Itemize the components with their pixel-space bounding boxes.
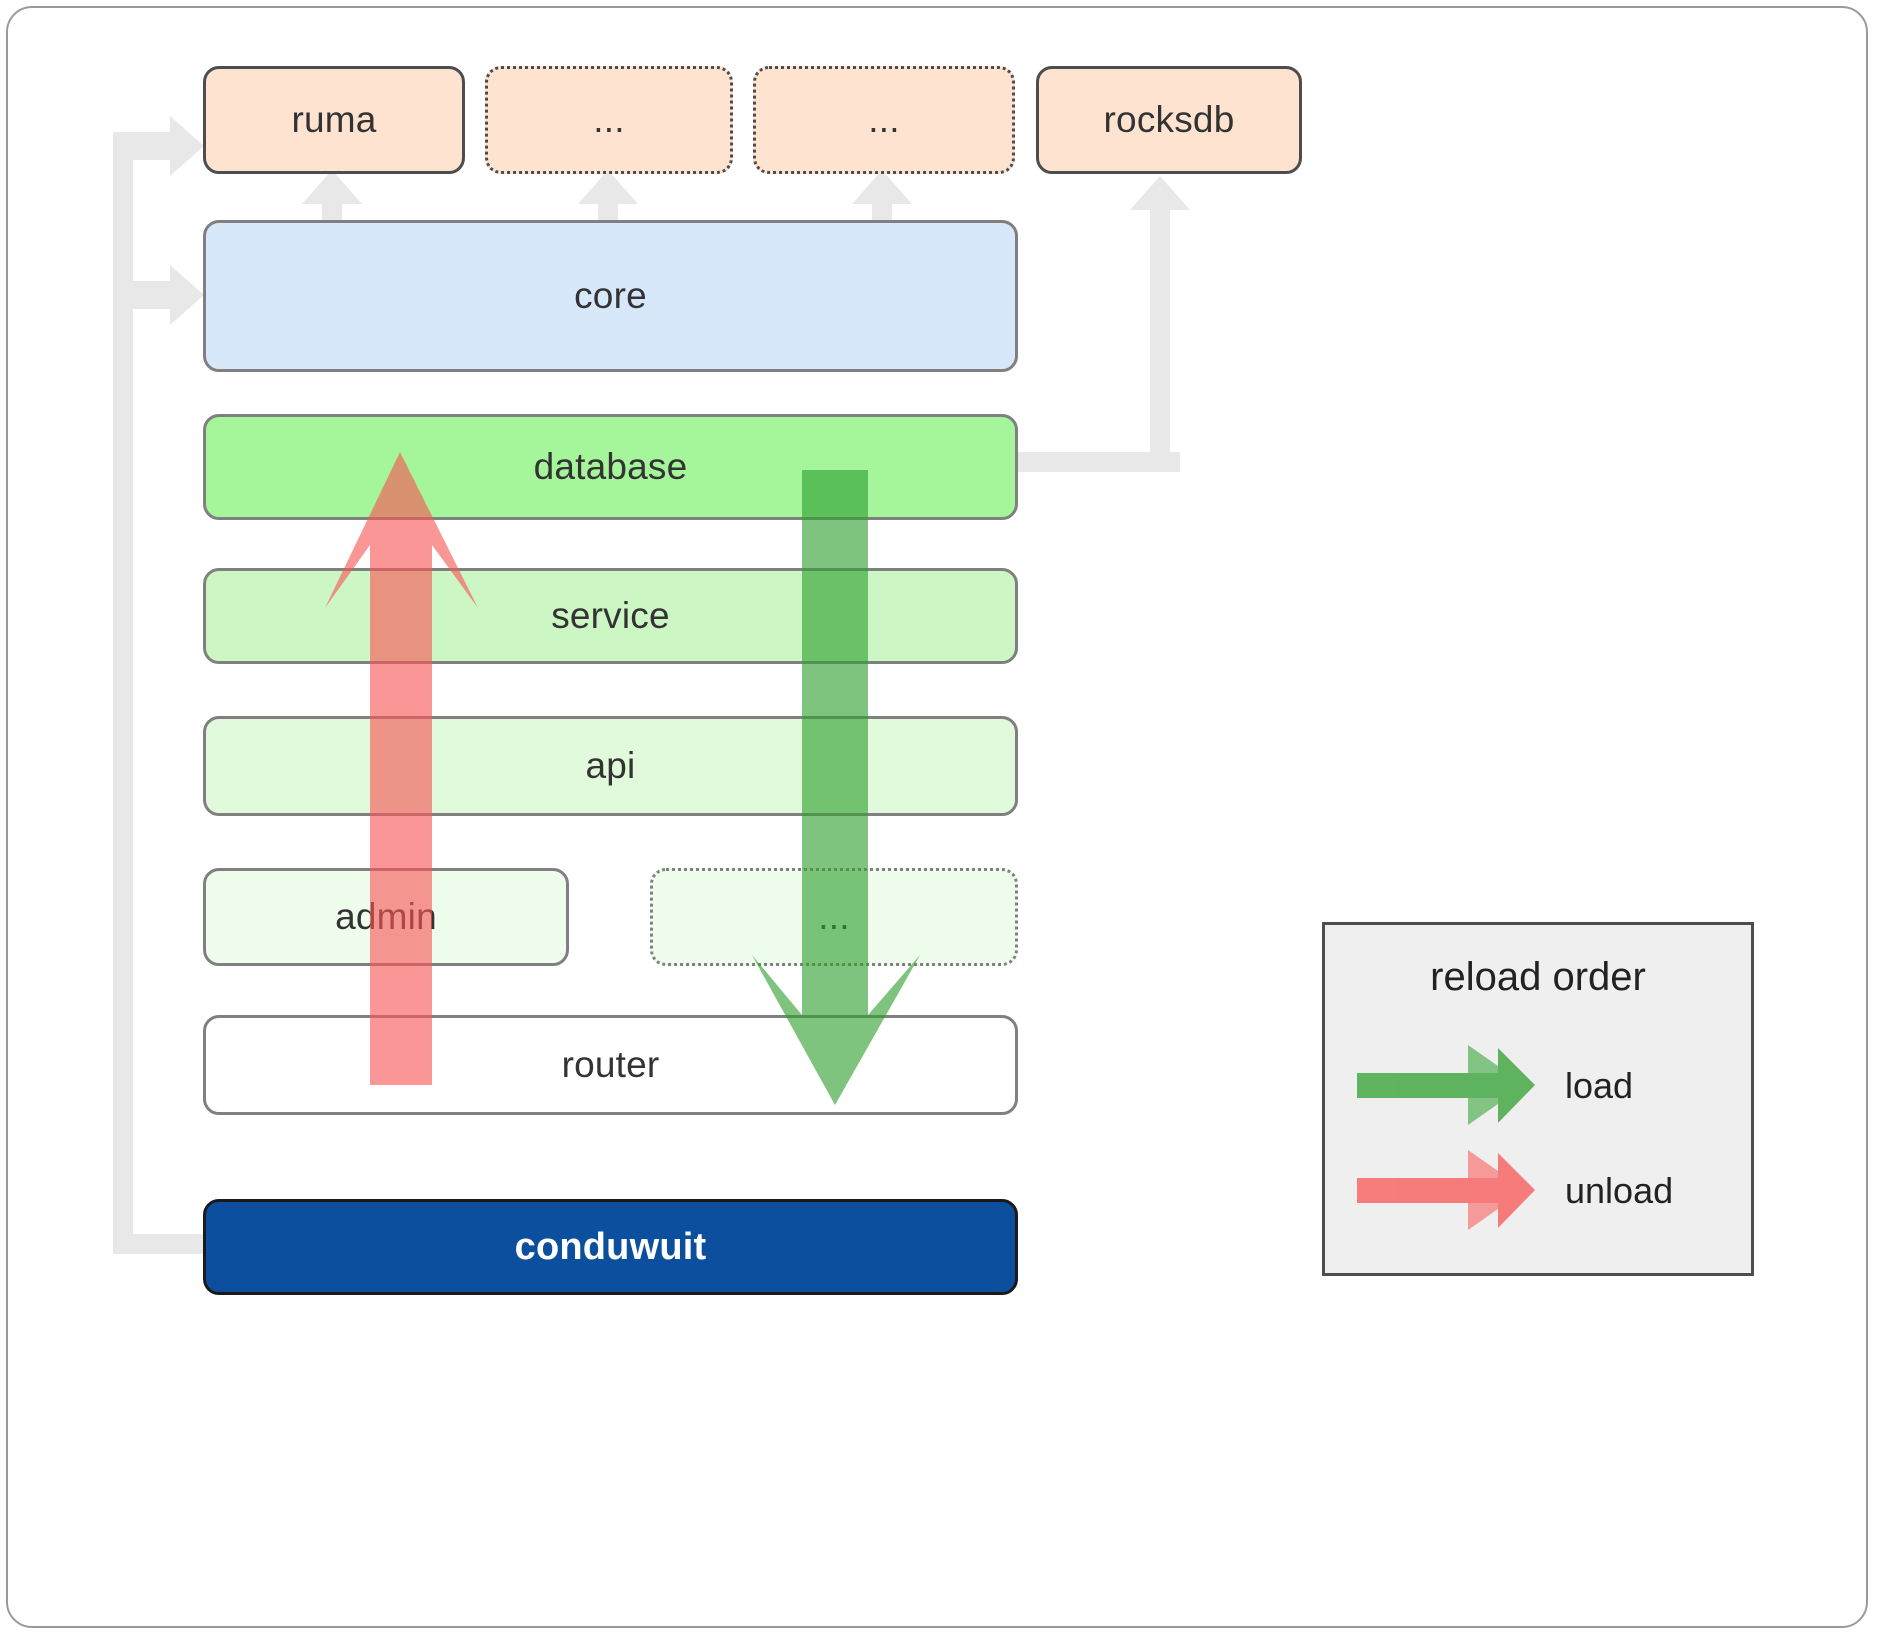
connector-arrow-core — [170, 265, 204, 325]
dep-box-placeholder-1[interactable]: ... — [485, 66, 733, 174]
connector-right-horizontal — [1018, 452, 1180, 472]
connector-arrow-ruma — [170, 116, 204, 176]
connector-core-to-dep3-arrow — [852, 170, 912, 204]
legend-label-unload: unload — [1565, 1170, 1674, 1211]
legend-arrows — [1357, 1045, 1535, 1230]
connector-left-bottom — [113, 1234, 223, 1254]
connector-left-spine — [113, 132, 133, 1252]
connector-arrow-rocksdb — [1130, 176, 1190, 210]
connector-right-vertical — [1150, 210, 1170, 472]
connector-core-to-dep2-arrow — [578, 170, 638, 204]
legend-unload-arrow-icon — [1357, 1150, 1535, 1230]
layer-box-api[interactable]: api — [203, 716, 1018, 816]
load-arrow — [752, 470, 920, 1105]
legend-load-arrow-icon — [1357, 1045, 1535, 1125]
legend-panel: reload order load unload — [1322, 922, 1754, 1276]
unload-arrow — [325, 452, 478, 1085]
legend-label-load: load — [1565, 1065, 1634, 1106]
connector-core-to-ruma-arrow — [302, 170, 362, 204]
legend-title: reload order — [1430, 955, 1646, 999]
